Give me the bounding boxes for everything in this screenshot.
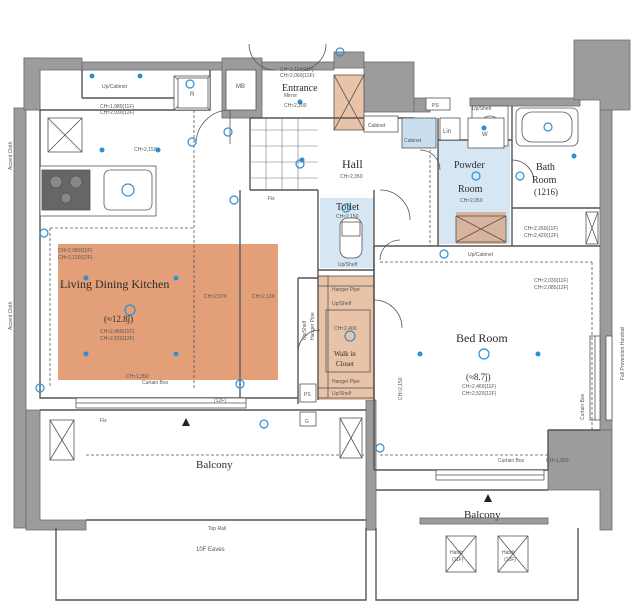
hall-name: Hall (342, 157, 363, 171)
hatch-12-floor: (12F) (504, 557, 516, 563)
fix-balcony: Fix (100, 418, 107, 424)
bedroom-name: Bed Room (456, 331, 508, 345)
ldk-ch2: CH≈2,520(12F) (100, 336, 135, 342)
hatches (445, 535, 529, 573)
fall-handrail: Fall Prevention Handrail (620, 327, 626, 380)
bedroom-ch-tr1: CH≈2,030(11F) (534, 278, 568, 284)
ch-bed-low: CH≈2,150 (398, 377, 404, 400)
ldk-name: Living Dining Kitchen (60, 277, 169, 291)
door-arcs (195, 43, 535, 353)
ldk-ch-top2: CH≈2,130(12F) (58, 255, 93, 261)
ldk-ch-mid: CH≈2,150 (134, 147, 157, 153)
shoe-closet (333, 74, 365, 131)
hall-tiles (250, 118, 318, 190)
entrance-ch1: CH≈2,110(11F) (280, 67, 314, 73)
fix-hall: Fix (268, 196, 275, 202)
bedroom-ch-tl1: CH≈2,260(11F) (524, 226, 558, 232)
ldk-ch1: CH≈2,460(11F) (100, 329, 134, 335)
r-label: R (190, 92, 195, 98)
ps-top-label: PS (432, 103, 439, 109)
closet-side1: Up/Shelf (302, 320, 308, 340)
balcony-left-name: Balcony (196, 459, 233, 471)
hatch-12: Hatch (502, 550, 515, 556)
bedroom-ch1: CH≈2,460(11F) (462, 384, 496, 390)
mb-label: MB (236, 84, 245, 90)
hall-ch: CH≈2,350 (340, 174, 363, 180)
curtain-box-bed: Curtain Box (498, 458, 525, 464)
entrance-mirror: Mirror (284, 93, 297, 99)
f12-label: (12F) (214, 398, 226, 404)
closet-pipe4: Up/Shelf (332, 391, 352, 397)
powder-name-2: Room (458, 184, 483, 195)
bedroom-ch2: CH≈2,520(12F) (462, 391, 497, 397)
bath-size: (1216) (534, 187, 558, 197)
balcony-right-name: Balcony (464, 509, 501, 521)
ch-kitchen-2: CH≈2,030(12F) (100, 110, 135, 116)
balcony-arrows (182, 418, 492, 502)
lin-label: Lin (443, 129, 451, 135)
toilet-name: Toilet (336, 202, 359, 213)
curtain-box-ldk: Curtain Box (142, 380, 169, 386)
closet-side2: Hanger Pipe (310, 312, 316, 340)
closet-shelves (317, 275, 375, 399)
ldk-floor (58, 244, 278, 380)
powder-name-1: Powder (454, 160, 485, 171)
light-fixtures (35, 47, 577, 453)
eaves-label: 10F Eaves (196, 547, 225, 553)
closet-name-2: Closet (336, 360, 354, 368)
ldk-ch-b: CH≈2,130 (252, 294, 275, 300)
ps-bottom-label: PS (304, 392, 311, 398)
closet-pipe1: Hanger Pipe (332, 287, 360, 293)
bedroom-ch-bottom: CH≈1,950 (546, 458, 569, 464)
top-rail: Top Rail (208, 526, 226, 532)
toilet-ch: CH≈2,150 (336, 214, 359, 220)
closet-pipe2: Up/Shelf (332, 301, 352, 307)
ldk-area: (≈12.8ĵ) (104, 314, 133, 324)
kitchen-counter (39, 117, 157, 217)
bedroom-area: (≈8.7ĵ) (466, 372, 491, 382)
bedroom-ch-tl2: CH≈2,420(12F) (524, 233, 559, 239)
powder-ch: CH≈2,050 (460, 198, 483, 204)
accent-cloth-2: Accent Cloth (8, 301, 14, 330)
entrance-ch2: CH≈2,060(12F) (280, 73, 315, 79)
up-cabinet-kitchen: Up/Cabinet (102, 84, 128, 90)
bedroom-side-window (589, 335, 613, 421)
cabinet1-label: Cabinet (368, 123, 386, 129)
cabinet2-label: Cabinet (404, 138, 422, 144)
entrance-ch3: CH≈2,200 (284, 103, 307, 109)
ch-kitchen-1: CH≈1,980(11F) (100, 104, 134, 110)
accent-cloth-1: Accent Cloth (8, 141, 14, 170)
ldk-window (75, 397, 545, 481)
ch-ldk-low: CH≈1,350 (126, 374, 149, 380)
closet-pipe3: Hanger Pipe (332, 379, 360, 385)
bath-name-1: Bath (536, 162, 555, 173)
bath-name-2: Room (532, 175, 557, 186)
toilet-shelf: Up/Shelf (338, 262, 358, 268)
bedroom-ch-tr2: CH≈2,085(12F) (534, 285, 569, 291)
entrance-name: Entrance (282, 83, 318, 94)
g-label: G (305, 419, 309, 425)
hatch-11: Hatch (450, 550, 463, 556)
w-label: W (482, 132, 488, 138)
closet-ch: CH≈2,400 (334, 326, 357, 332)
dashed-lines (49, 110, 593, 456)
up-cabinet-bed: Up/Cabinet (468, 252, 494, 258)
up-shelf-powder: Up/Shelf (472, 106, 492, 112)
ldk-ch-a: CH≈2,070 (204, 294, 227, 300)
hatch-11-floor: (11F) (452, 557, 464, 563)
closet-name-1: Walk in (334, 350, 356, 358)
curtain-box-side: Curtain Box (580, 393, 586, 420)
ldk-ch-top1: CH≈2,080(11F) (58, 248, 92, 254)
small-boxes (177, 69, 505, 427)
balcony-units (49, 417, 363, 461)
